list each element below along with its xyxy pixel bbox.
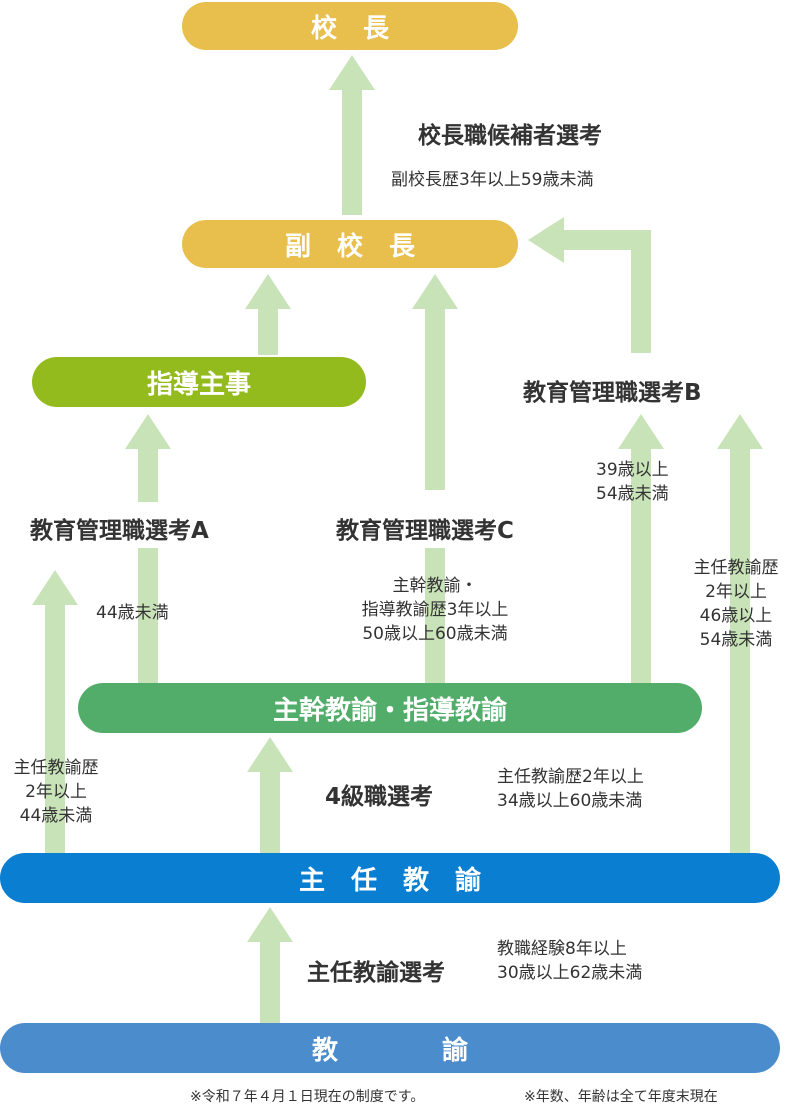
condition-line: 副校長歴3年以上59歳未満 — [391, 170, 594, 190]
footer-note-system-date: ※令和７年４月１日現在の制度です。 — [190, 1089, 425, 1105]
condition-line: 教職経験8年以上 — [497, 939, 627, 959]
node-kyoyu: 教 諭 — [0, 1023, 780, 1073]
node-shukan-kyoyu: 主幹教諭・指導教諭 — [78, 683, 702, 733]
node-vice-principal-label: 副 校 長 — [284, 231, 415, 262]
arrow-up-icon — [247, 907, 293, 1025]
condition-line: 46歳以上 — [699, 606, 773, 626]
exam-admin-a: 教育管理職選考A — [30, 518, 209, 544]
exam-shunin: 主任教諭選考 — [307, 960, 445, 986]
condition-line: 2年以上 — [705, 582, 767, 602]
arrow-up-icon — [32, 570, 78, 855]
footer-note-fiscal-year: ※年数、年齢は全て年度末現在 — [524, 1089, 718, 1105]
exam-admin-c: 教育管理職選考C — [336, 518, 514, 544]
condition-line: 54歳未満 — [699, 630, 773, 650]
exam-grade4: 4級職選考 — [325, 784, 434, 810]
condition-admin-b-from-shukan: 39歳以上 54歳未満 — [596, 458, 669, 506]
node-vice-principal: 副 校 長 — [182, 220, 518, 268]
condition-admin-c: 主幹教諭・ 指導教諭歴3年以上 50歳以上60歳未満 — [330, 574, 540, 646]
condition-line: 50歳以上60歳未満 — [362, 624, 508, 644]
node-principal: 校 長 — [182, 2, 518, 50]
arrow-up-icon — [412, 274, 458, 490]
condition-line: 主幹教諭・ — [392, 576, 478, 596]
node-shukan-kyoyu-label: 主幹教諭・指導教諭 — [272, 695, 507, 726]
condition-line: 39歳以上 — [596, 460, 669, 480]
condition-line: 2年以上 — [25, 782, 87, 802]
connector-line — [631, 230, 651, 353]
condition-line: 30歳以上62歳未満 — [497, 963, 643, 983]
exam-admin-b: 教育管理職選考B — [523, 380, 702, 406]
connector-line — [425, 548, 445, 683]
condition-line: 44歳未満 — [19, 806, 93, 826]
condition-grade4: 主任教諭歴2年以上 34歳以上60歳未満 — [497, 765, 644, 813]
condition-line: 44歳未満 — [96, 603, 169, 623]
arrow-left-icon — [528, 217, 564, 263]
arrow-up-icon — [329, 55, 375, 215]
node-shido-shuji: 指導主事 — [32, 357, 366, 407]
condition-line: 34歳以上60歳未満 — [497, 791, 643, 811]
node-kyoyu-label: 教 諭 — [311, 1035, 468, 1066]
condition-admin-b-from-shunin: 主任教諭歴 2年以上 46歳以上 54歳未満 — [680, 556, 792, 652]
exam-principal-candidate: 校長職候補者選考 — [418, 123, 602, 149]
connector-line — [138, 548, 158, 683]
arrow-up-icon — [247, 737, 293, 855]
node-shunin-kyoyu-label: 主 任 教 諭 — [298, 865, 481, 896]
condition-line: 主任教諭歴 — [693, 558, 779, 578]
node-shunin-kyoyu: 主 任 教 諭 — [0, 853, 780, 903]
condition-shunin: 教職経験8年以上 30歳以上62歳未満 — [497, 937, 642, 985]
arrow-up-icon — [245, 274, 291, 355]
condition-line: 54歳未満 — [596, 484, 669, 504]
condition-line: 指導教諭歴3年以上 — [361, 600, 509, 620]
arrow-up-icon — [125, 414, 171, 502]
node-principal-label: 校 長 — [310, 13, 389, 44]
condition-admin-a-from-shunin: 主任教諭歴 2年以上 44歳未満 — [0, 756, 112, 828]
condition-line: 主任教諭歴2年以上 — [497, 767, 644, 787]
condition-admin-a-from-shukan: 44歳未満 — [96, 601, 169, 625]
condition-line: 主任教諭歴 — [13, 758, 99, 778]
arrow-up-icon — [618, 414, 664, 683]
connector-line — [564, 230, 651, 250]
arrow-up-icon — [717, 414, 763, 855]
node-shido-shuji-label: 指導主事 — [146, 369, 251, 400]
condition-principal: 副校長歴3年以上59歳未満 — [391, 168, 593, 192]
